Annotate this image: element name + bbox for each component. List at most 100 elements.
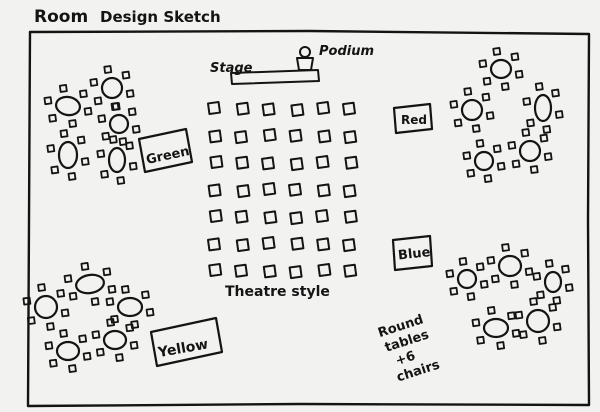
table-chair (507, 140, 517, 150)
table-chair (462, 151, 472, 161)
round-table (54, 95, 82, 117)
round-table (518, 139, 542, 163)
table-chair (48, 358, 58, 368)
table-chair (507, 311, 516, 321)
theatre-chair (234, 130, 248, 145)
table-chair (44, 341, 54, 351)
theatre-chair (290, 103, 305, 118)
table-chair (552, 322, 562, 332)
table-chair (128, 161, 138, 171)
table-chair (82, 351, 92, 361)
table-chair (481, 92, 491, 102)
theatre-chair (343, 209, 358, 224)
table-chair (475, 139, 485, 148)
theatre-chair (289, 211, 304, 226)
table-chair (486, 255, 496, 265)
table-chair (59, 129, 69, 138)
red-table-group (449, 47, 564, 183)
table-chair (105, 297, 115, 307)
table-chair (80, 262, 90, 271)
table-chair (463, 87, 473, 96)
table-chair (48, 113, 57, 123)
theatre-chair (235, 101, 250, 116)
red-label-box: Red (392, 102, 434, 135)
round-table (57, 140, 79, 170)
theatre-style-label: Theatre style (225, 284, 330, 300)
table-chair (110, 314, 119, 324)
table-chair (90, 297, 100, 306)
table-chair (78, 334, 88, 344)
table-chair (486, 306, 496, 315)
table-chair (466, 292, 476, 301)
table-chair (536, 290, 545, 300)
green-label-box: Green (137, 127, 194, 174)
podium-label: Podium (319, 44, 374, 59)
round-table (100, 76, 124, 100)
theatre-chair (262, 264, 277, 279)
table-chair (46, 144, 56, 153)
round-table (75, 273, 105, 295)
table-chair (101, 131, 111, 141)
title-design-sketch: Design Sketch (100, 8, 221, 26)
theatre-chair (261, 102, 276, 117)
table-chair (449, 99, 459, 109)
table-chair (56, 289, 66, 298)
table-chair (518, 330, 528, 339)
theatre-chair (208, 129, 223, 144)
table-chair (453, 118, 463, 128)
table-chair (67, 172, 77, 181)
table-chair (466, 168, 476, 178)
theatre-chair (290, 236, 305, 251)
podium-icon (296, 46, 314, 71)
table-chair (63, 274, 73, 284)
table-chair (120, 285, 130, 294)
table-chair (483, 174, 493, 183)
table-chair (492, 144, 502, 154)
theatre-chair (316, 101, 331, 115)
table-chair (475, 262, 485, 272)
table-chair (100, 169, 109, 179)
round-table (108, 113, 130, 135)
table-chair (458, 257, 468, 266)
round-table (460, 98, 484, 122)
table-chair (127, 107, 137, 117)
round-table (473, 150, 495, 172)
table-chair (125, 141, 134, 151)
table-chair (548, 303, 558, 312)
table-chair (554, 110, 564, 119)
table-chair (526, 118, 535, 128)
theatre-chair (342, 101, 356, 116)
table-chair (552, 296, 562, 305)
stage-platform (230, 69, 320, 85)
round-table (456, 268, 478, 290)
table-chair (510, 280, 519, 289)
round-table (489, 58, 513, 80)
green-table-group (43, 65, 141, 185)
stage-label: Stage (210, 61, 253, 76)
theatre-chair (316, 183, 331, 198)
theatre-chair (208, 209, 223, 223)
table-chair (68, 364, 77, 373)
table-chair (564, 283, 574, 293)
table-chair (103, 65, 113, 74)
table-chair (471, 318, 481, 328)
note-line-3: +6 (394, 349, 418, 369)
theatre-chair (315, 155, 330, 169)
yellow-label-box: Yellow (149, 316, 224, 368)
table-chair (521, 128, 531, 137)
table-chair (60, 308, 70, 318)
round-table (497, 254, 523, 278)
title-room: Room (34, 7, 88, 27)
table-chair (551, 88, 560, 98)
theatre-chair (262, 128, 277, 142)
room-outline (26, 29, 591, 408)
table-chair (501, 243, 510, 252)
table-chair (43, 96, 53, 106)
table-chair (485, 111, 495, 121)
theatre-chair (208, 263, 223, 277)
round-table (525, 308, 551, 334)
table-chair (524, 267, 534, 277)
table-chair (58, 84, 68, 93)
